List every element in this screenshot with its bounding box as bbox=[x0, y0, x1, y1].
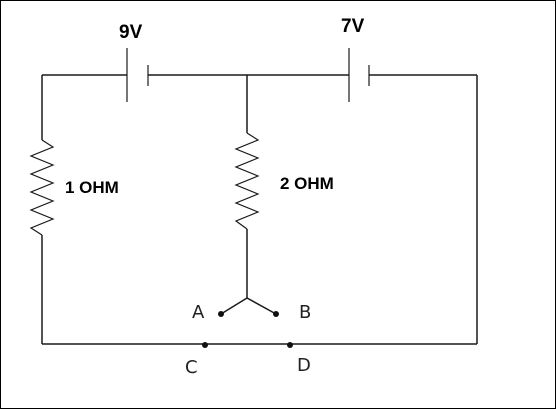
terminal-c-dot bbox=[202, 342, 208, 348]
terminal-b-dot bbox=[273, 311, 279, 317]
resistor-1-ohm-label: 1 OHM bbox=[65, 178, 119, 197]
battery-7v-label: 7V bbox=[341, 16, 365, 37]
terminal-d-label: D bbox=[297, 355, 311, 376]
switch-arm-a bbox=[220, 297, 248, 315]
battery-9v-label: 9V bbox=[119, 22, 143, 43]
resistor-2-ohm-label: 2 OHM bbox=[280, 174, 334, 193]
terminal-d-dot bbox=[287, 342, 293, 348]
resistor-1-ohm bbox=[29, 139, 55, 236]
resistor-2-ohm bbox=[234, 132, 260, 230]
left-branch bbox=[29, 75, 55, 344]
terminal-b-label: B bbox=[299, 302, 311, 323]
battery-7v bbox=[348, 48, 370, 102]
battery-9v bbox=[126, 48, 149, 102]
middle-branch bbox=[220, 75, 277, 315]
terminal-c-label: C bbox=[185, 357, 198, 378]
terminal-a-dot bbox=[218, 311, 224, 317]
terminal-a-label: A bbox=[192, 302, 205, 323]
switch-arm-b bbox=[246, 297, 277, 315]
